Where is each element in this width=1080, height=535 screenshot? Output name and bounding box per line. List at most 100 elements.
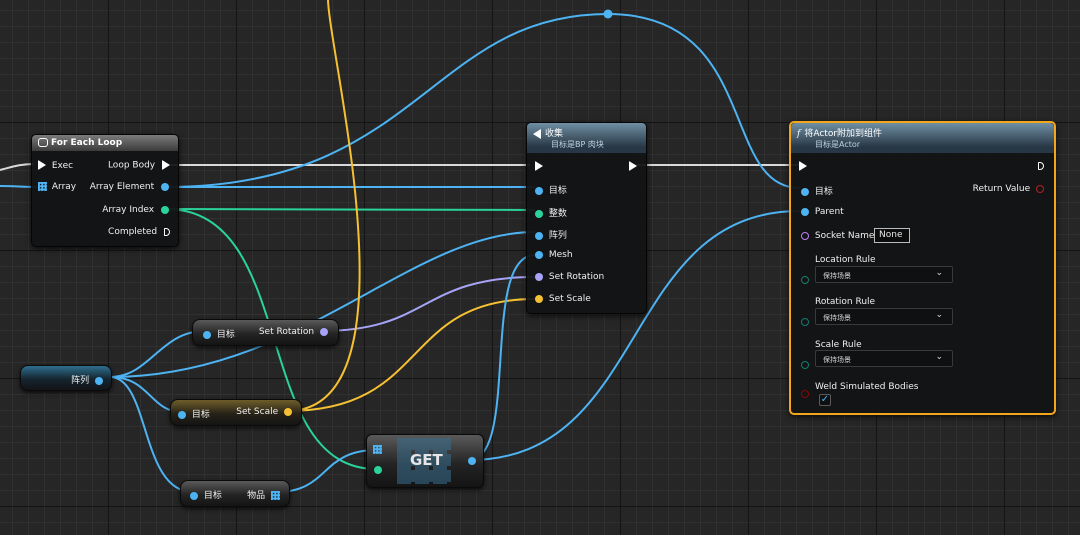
rotation-rule-dropdown[interactable]: 保持场景 ⌄	[815, 308, 953, 325]
rotation-wire	[320, 276, 536, 332]
rotation-rule-label: Rotation Rule	[815, 297, 876, 307]
items-var-node[interactable]: 目标 物品	[180, 480, 290, 507]
array-pin-icon	[535, 231, 543, 240]
bool-pin-icon	[801, 389, 809, 398]
location-rule-pin[interactable]	[801, 275, 809, 285]
get-wire-to-parent	[468, 210, 801, 461]
var-items-out-pin[interactable]: 物品	[247, 488, 280, 501]
var-rotation-target-pin[interactable]: 目标	[203, 327, 235, 340]
attach-title: 将Actor附加到组件	[804, 129, 883, 139]
return-value-pin-icon	[1036, 184, 1044, 193]
array-element-pin-icon	[161, 182, 169, 191]
scale-rule-value: 保持场景	[823, 356, 851, 364]
for-each-loop-node[interactable]: For Each Loop Exec Array Loop Body Array…	[31, 134, 179, 247]
get-node[interactable]: GET	[366, 434, 484, 488]
attach-target-pin[interactable]: 目标	[801, 184, 833, 197]
set-scale-var-node[interactable]: 目标 Set Scale	[170, 399, 302, 426]
collect-rotation-label: Set Rotation	[548, 272, 605, 282]
target-pin-icon	[178, 410, 186, 419]
scale-pin-icon	[535, 294, 543, 303]
return-value-pin[interactable]: Return Value	[973, 184, 1044, 194]
exec-in-icon	[799, 161, 807, 171]
get-array-in-pin[interactable]	[373, 445, 382, 455]
object-pin-icon	[468, 456, 476, 465]
weld-label: Weld Simulated Bodies	[815, 382, 919, 392]
scale-rule-dropdown[interactable]: 保持场景 ⌄	[815, 350, 953, 367]
array-var-label: 阵列	[71, 376, 90, 386]
collect-header[interactable]: 收集 目标是BP 肉块	[527, 123, 646, 153]
var-scale-target-pin[interactable]: 目标	[178, 407, 210, 420]
loop-body-label: Loop Body	[107, 160, 156, 171]
location-rule-value: 保持场景	[823, 272, 851, 280]
exec-in-pin[interactable]: Exec	[38, 160, 73, 171]
completed-exec-icon	[164, 227, 170, 236]
array-index-pin[interactable]: Array Index	[102, 205, 169, 215]
array-grid-icon	[38, 182, 47, 191]
var-items-target-label: 目标	[203, 491, 222, 501]
for-each-loop-header[interactable]: For Each Loop	[32, 135, 178, 151]
var-scale-out-pin[interactable]: Set Scale	[236, 407, 292, 417]
array-var-pin-icon	[95, 376, 103, 385]
attach-exec-in[interactable]	[799, 161, 807, 172]
var-rotation-label: Set Rotation	[258, 327, 315, 337]
get-index-in-pin[interactable]	[374, 465, 382, 475]
location-rule-dropdown[interactable]: 保持场景 ⌄	[815, 266, 953, 283]
array-var-node[interactable]: 阵列	[20, 365, 112, 391]
array-var-out-pin[interactable]: 阵列	[71, 373, 103, 386]
collect-mesh-pin[interactable]: Mesh	[535, 250, 573, 260]
collect-exec-in[interactable]	[535, 161, 543, 172]
target-pin-icon	[203, 330, 211, 339]
collect-rotation-pin[interactable]: Set Rotation	[535, 272, 604, 282]
scale-rule-pin[interactable]	[801, 360, 809, 370]
array-label: Array	[51, 182, 77, 192]
collect-target-pin[interactable]: 目标	[535, 183, 567, 196]
weld-checkbox[interactable]: ✓	[819, 394, 831, 406]
array-var-wire-collect	[109, 231, 536, 378]
exec-in-icon	[535, 161, 543, 171]
rotation-rule-pin[interactable]	[801, 317, 809, 327]
array-grid-icon	[271, 491, 280, 500]
socket-name-pin[interactable]: Socket Name	[801, 231, 874, 241]
completed-pin[interactable]: Completed	[108, 227, 170, 237]
array-index-label: Array Index	[102, 205, 155, 215]
scale-wire-up	[286, 0, 361, 412]
collect-scale-pin[interactable]: Set Scale	[535, 294, 591, 304]
set-rotation-var-node[interactable]: 目标 Set Rotation	[192, 319, 339, 346]
exec-in-icon	[38, 160, 46, 170]
socket-name-input[interactable]: None	[874, 228, 910, 243]
collect-exec-out[interactable]	[629, 161, 637, 172]
target-pin-icon	[190, 491, 198, 500]
get-out-pin[interactable]	[468, 456, 476, 466]
scale-wire	[286, 298, 536, 412]
socket-name-pin-icon	[801, 231, 809, 240]
var-rotation-out-pin[interactable]: Set Rotation	[259, 327, 328, 337]
exec-wire-in	[0, 163, 35, 171]
chevron-down-icon: ⌄	[935, 268, 943, 278]
chevron-down-icon: ⌄	[935, 310, 943, 320]
mesh-pin-icon	[535, 250, 543, 259]
target-pin-icon	[535, 186, 543, 195]
integer-pin-icon	[374, 465, 382, 474]
var-items-target-pin[interactable]: 目标	[190, 488, 222, 501]
get-grid-watermark	[397, 438, 451, 484]
array-in-pin[interactable]: Array	[38, 182, 76, 192]
function-icon: f	[797, 129, 801, 139]
collect-array-label: 阵列	[548, 231, 567, 241]
array-var-wire-items	[109, 376, 194, 493]
parent-label: Parent	[814, 207, 844, 217]
exec-out-icon	[629, 161, 637, 171]
weld-pin[interactable]	[801, 389, 809, 399]
collect-array-pin[interactable]: 阵列	[535, 228, 567, 241]
parent-pin[interactable]: Parent	[801, 207, 844, 217]
loop-body-pin[interactable]: Loop Body	[108, 160, 170, 171]
collect-integer-pin[interactable]: 整数	[535, 206, 567, 219]
location-rule-label: Location Rule	[815, 255, 876, 265]
return-value-label: Return Value	[972, 184, 1031, 194]
collect-node[interactable]: 收集 目标是BP 肉块 目标 整数 阵列 Mesh Set Rotation S…	[526, 122, 647, 314]
array-element-pin[interactable]: Array Element	[90, 182, 169, 192]
array-grid-icon	[373, 445, 382, 454]
attach-exec-out[interactable]	[1038, 161, 1044, 171]
